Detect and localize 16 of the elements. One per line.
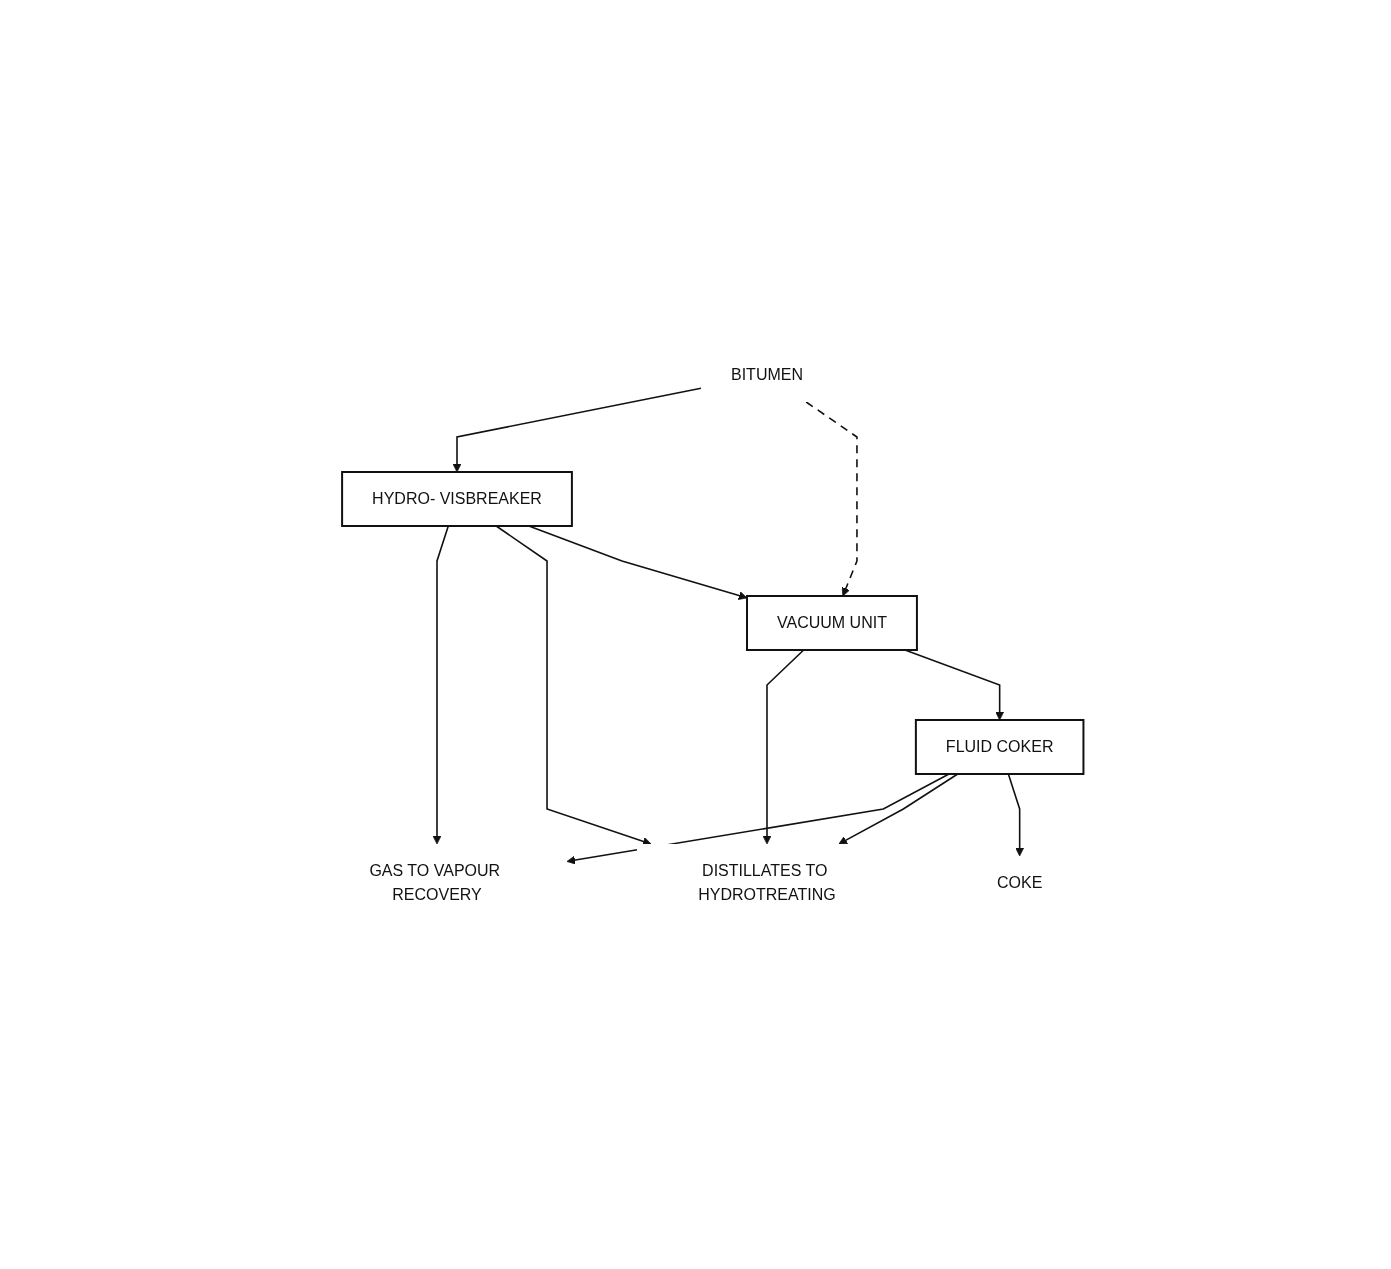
node-box: FLUID COKER (915, 718, 1085, 775)
arrow (762, 648, 805, 844)
node-box: VACUUM UNIT (746, 594, 919, 651)
arrow (452, 386, 703, 472)
arrow (566, 772, 951, 864)
arrow (805, 400, 858, 596)
node-text: COKE (997, 873, 1043, 891)
arrow (838, 772, 959, 844)
arrow (495, 524, 652, 846)
arrow (528, 524, 748, 600)
node-text: BITUMEN (731, 365, 804, 383)
arrow (1007, 772, 1025, 856)
arrow (432, 524, 450, 844)
node-box: HYDRO- VISBREAKER (341, 470, 574, 527)
arrow (904, 648, 1005, 720)
node-text: GAS TO VAPOUR RECOVERY (369, 861, 501, 903)
